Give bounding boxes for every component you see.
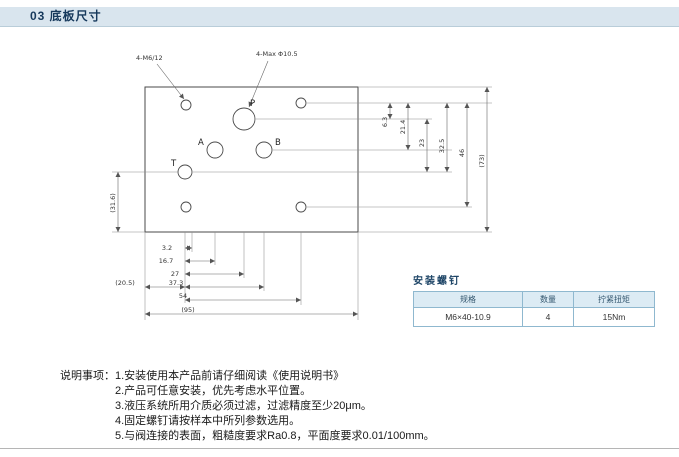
screw-table-block: 安装螺钉 规格 数量 拧紧扭矩 M6×40-10.9 4 15Nm [413,272,655,327]
dimension-lines [115,87,490,317]
dim-bottom-4: 54 [179,292,187,300]
dim-left-height: (31.6) [109,193,117,213]
dim-right-4: 46 [458,149,466,157]
cell-torque: 15Nm [573,307,655,327]
note-item: 3.液压系统所用介质必须过滤，过滤精度至少20μm。 [115,400,372,412]
dim-right-1: 21.4 [399,120,407,134]
leader-label-port-holes: 4-Max Φ10.5 [256,50,298,58]
dim-bottom-3: 37.3 [169,279,183,287]
col-header-spec: 规格 [413,291,523,308]
table-header-row: 规格 数量 拧紧扭矩 [413,291,655,308]
dim-left-offset: (20.5) [115,279,135,287]
leader-lines [156,60,269,108]
extension-lines [112,86,492,320]
notes-label: 说明事项： [60,370,115,382]
port-label-a: A [198,138,204,148]
screw-table-title: 安装螺钉 [413,276,461,287]
notes: 说明事项： 1.安装使用本产品前请仔细阅读《使用说明书》 2.产品可任意安装，优… [60,369,435,444]
page-bottom-rule [0,448,679,449]
table-row: M6×40-10.9 4 15Nm [413,307,655,327]
dim-right-2: 23 [418,139,426,147]
dim-right-3: 32.5 [438,139,446,153]
port-label-p: P [250,99,255,109]
dim-bottom-5: (95) [181,306,194,314]
dim-bottom-2: 27 [171,270,179,278]
dim-bottom-1: 16.7 [159,257,173,265]
col-header-torque: 拧紧扭矩 [573,291,655,308]
notes-items: 1.安装使用本产品前请仔细阅读《使用说明书》 2.产品可任意安装，优先考虑水平位… [115,369,435,444]
note-item: 2.产品可任意安装，优先考虑水平位置。 [115,385,312,397]
col-header-qty: 数量 [522,291,574,308]
dim-right-5: (73) [478,154,486,167]
dim-right-0: 6.3 [381,117,389,127]
note-item: 5.与阀连接的表面，粗糙度要求Ra0.8，平面度要求0.01/100mm。 [115,430,435,442]
section-header: 03 底板尺寸 [0,7,679,27]
port-label-t: T [170,159,177,169]
leader-label-mount-holes: 4-M6/12 [136,54,163,62]
section-title: 03 底板尺寸 [30,9,102,23]
dim-bottom-0: 3.2 [162,244,172,252]
note-item: 4.固定螺钉请按样本中所列参数选用。 [115,415,301,427]
plate-outline [144,86,359,233]
screw-table: 规格 数量 拧紧扭矩 M6×40-10.9 4 15Nm [413,291,655,327]
note-item: 1.安装使用本产品前请仔细阅读《使用说明书》 [115,370,345,382]
port-label-b: B [275,138,281,148]
cell-qty: 4 [522,307,574,327]
cell-spec: M6×40-10.9 [413,307,523,327]
